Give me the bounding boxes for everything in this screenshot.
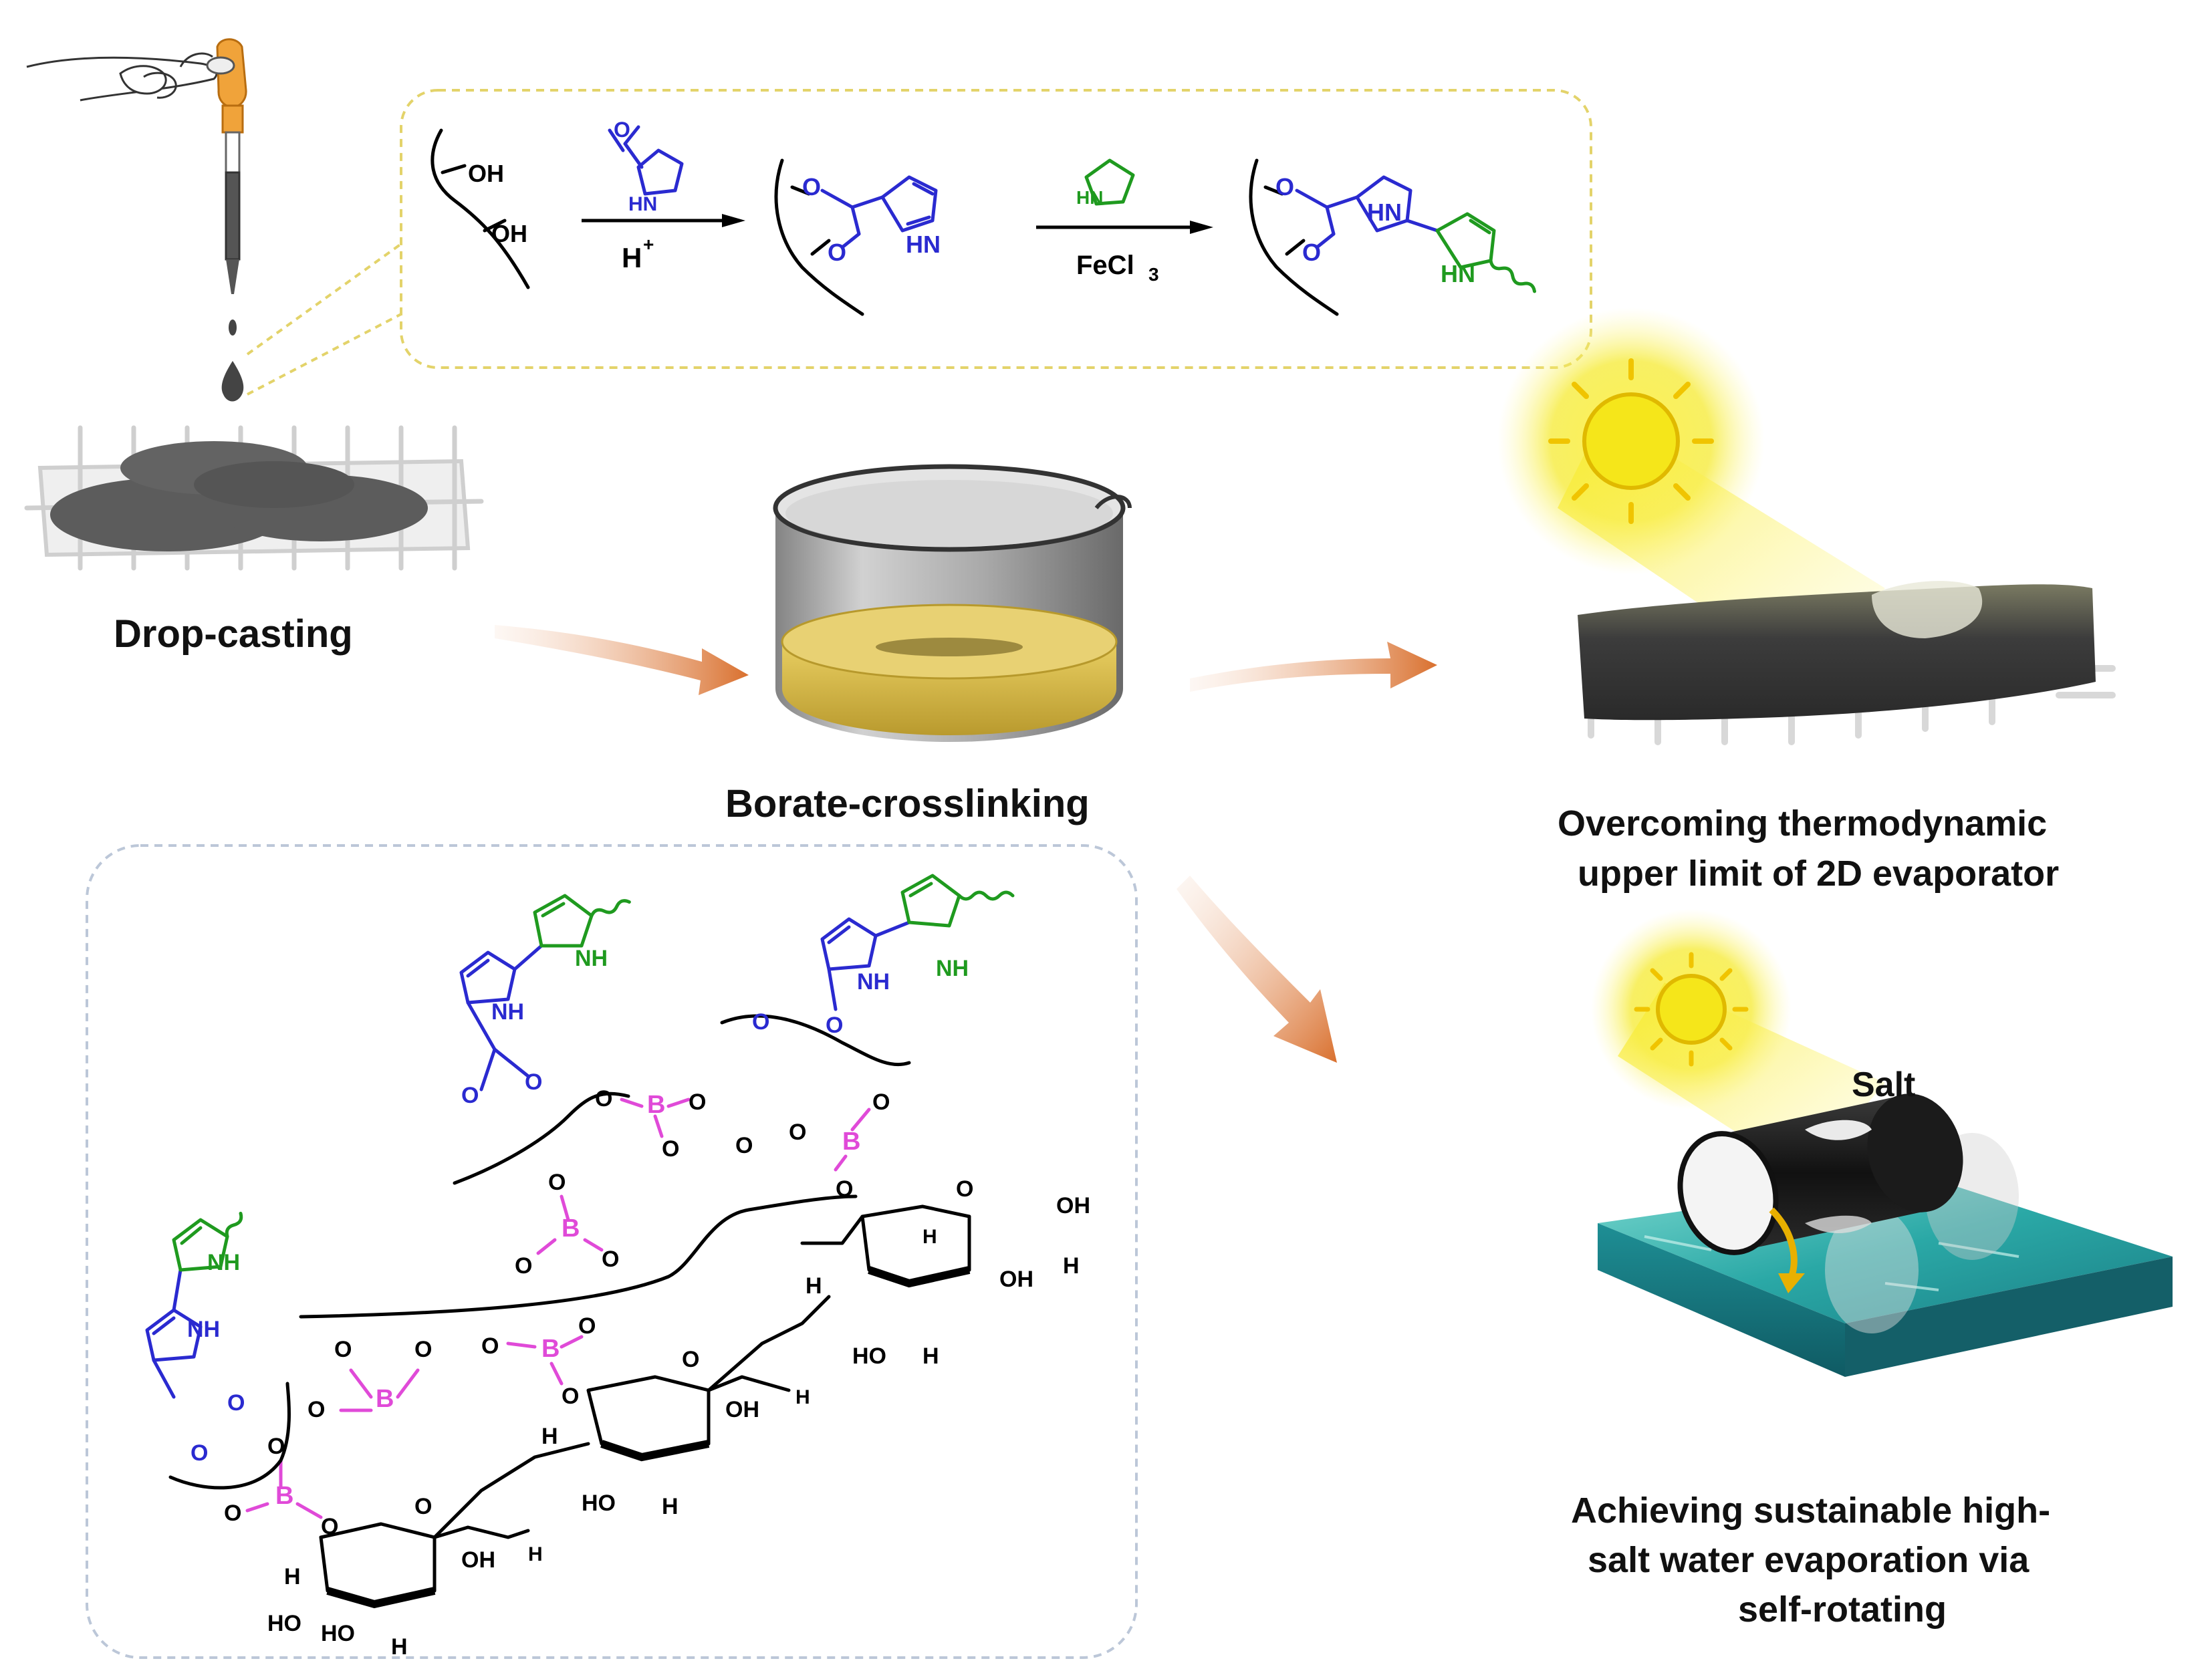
process-arrow-1 [495, 625, 749, 695]
zoom-connector-lines [246, 243, 402, 396]
network-nh-3: NH [857, 969, 890, 995]
reaction-acetal-o-1: O [802, 173, 821, 201]
label-achieving-line2: salt water evaporation via [1588, 1540, 2030, 1580]
network-o-p: O [414, 1337, 432, 1362]
label-drop-casting: Drop-casting [114, 612, 353, 656]
network-o-o: O [334, 1337, 352, 1362]
network-nh-5: NH [187, 1317, 220, 1342]
network-o-c: O [752, 1009, 769, 1035]
sugar3-h-c: H [391, 1634, 408, 1660]
network-o-r: O [481, 1333, 499, 1359]
network-o-n: O [602, 1247, 619, 1272]
sugar1-o: O [956, 1176, 973, 1202]
network-o-h: O [872, 1089, 890, 1115]
network-o-j: O [735, 1133, 753, 1158]
network-o-i: O [836, 1176, 853, 1202]
sugar3-oh: OH [461, 1547, 495, 1573]
label-borate-crosslinking: Borate-crosslinking [725, 782, 1090, 825]
sugar2-h-b: H [541, 1424, 558, 1449]
sugar-ring-3: O OH H H HO HO H [267, 1494, 543, 1660]
network-b-1: B [647, 1091, 665, 1119]
reaction-fecl3-subscript: 3 [1148, 264, 1159, 285]
reaction-product-o-2: O [1302, 239, 1321, 266]
reaction-scheme-box: OH OH O HN H + O O HN HN FeCl 3 [400, 89, 1592, 369]
label-salt: Salt [1852, 1065, 1915, 1104]
sugar3-h: H [528, 1543, 543, 1565]
reaction-product-o-1: O [1275, 173, 1294, 201]
sugar3-ho-b: HO [321, 1621, 355, 1646]
network-o-x: O [227, 1390, 245, 1416]
sugar2-ho: HO [582, 1491, 616, 1516]
sugar2-h: H [795, 1386, 810, 1408]
sugar2-o: O [682, 1347, 699, 1372]
network-o-k: O [789, 1120, 806, 1145]
sugar3-h-b: H [284, 1564, 301, 1589]
sugar1-h-c: H [923, 1343, 939, 1369]
reaction-pyrrole-hn: HN [1076, 187, 1103, 208]
sugar-ring-1: O OH H OH H HO H H [806, 1176, 1090, 1369]
network-o-q: O [308, 1397, 325, 1422]
network-nh-1: NH [491, 999, 524, 1025]
label-achieving-line3: self-rotating [1738, 1589, 1947, 1630]
reaction-aldehyde-hn: HN [628, 193, 657, 215]
borate-bath-jar [773, 464, 1132, 742]
network-o-t: O [562, 1384, 579, 1409]
reaction-oh-1: OH [468, 160, 504, 187]
network-o-s: O [578, 1313, 596, 1339]
reaction-product-hn-1: HN [1367, 199, 1402, 226]
network-b-3: B [562, 1214, 580, 1243]
network-o-a: O [461, 1083, 479, 1108]
reaction-product-hn-2: HN [1441, 260, 1475, 287]
sugar2-oh: OH [725, 1397, 759, 1422]
network-o-v: O [224, 1501, 241, 1526]
network-b-4: B [376, 1385, 394, 1413]
network-nh-4: NH [936, 956, 969, 981]
network-o-g: O [662, 1136, 679, 1162]
process-arrow-3 [1177, 876, 1337, 1063]
reaction-aldehyde-o: O [614, 118, 630, 142]
network-o-b: O [525, 1069, 542, 1095]
sugar2-h-c: H [662, 1494, 679, 1519]
network-o-f: O [689, 1089, 706, 1115]
network-b-6: B [275, 1482, 293, 1510]
process-arrow-2 [1190, 642, 1437, 692]
sugar1-h-d: H [923, 1226, 937, 1248]
sugar1-ho: HO [852, 1343, 886, 1369]
network-b-5: B [541, 1335, 560, 1363]
2d-evaporator-illustration [1497, 307, 2116, 745]
reaction-acid-h: H [622, 242, 642, 273]
crosslinked-network-structure: NH NH O O NH NH O O B O O O B O [86, 844, 1138, 1660]
network-o-e: O [595, 1086, 612, 1112]
network-o-d: O [826, 1013, 843, 1038]
network-o-l: O [548, 1170, 566, 1195]
network-nh-2: NH [575, 946, 608, 971]
network-nh-6: NH [207, 1250, 240, 1275]
network-o-m: O [515, 1253, 532, 1279]
sugar3-o: O [414, 1494, 432, 1519]
self-rotating-evaporator-illustration [1591, 909, 2173, 1377]
reaction-oh-2: OH [491, 220, 527, 247]
dropper-illustration [26, 38, 247, 402]
sugar1-oh: OH [1056, 1193, 1090, 1218]
label-achieving-line1: Achieving sustainable high- [1571, 1491, 2050, 1531]
sugar1-oh-b: OH [999, 1267, 1033, 1292]
label-overcoming-line1: Overcoming thermodynamic [1558, 803, 2047, 844]
sugar-ring-2: O OH H H HO H [541, 1347, 810, 1519]
reaction-acid-plus: + [643, 234, 654, 255]
network-b-2: B [842, 1128, 860, 1156]
sugar1-h-b: H [806, 1273, 822, 1299]
sugar1-h-a: H [1063, 1253, 1080, 1279]
reaction-fecl3: FeCl [1076, 251, 1134, 280]
network-o-y: O [191, 1440, 208, 1466]
label-overcoming-line2: upper limit of 2D evaporator [1578, 854, 2059, 894]
drop-casting-mesh [24, 425, 484, 571]
reaction-acetal-hn: HN [906, 231, 941, 258]
sugar3-ho-a: HO [267, 1611, 301, 1636]
reaction-acetal-o-2: O [828, 239, 846, 266]
